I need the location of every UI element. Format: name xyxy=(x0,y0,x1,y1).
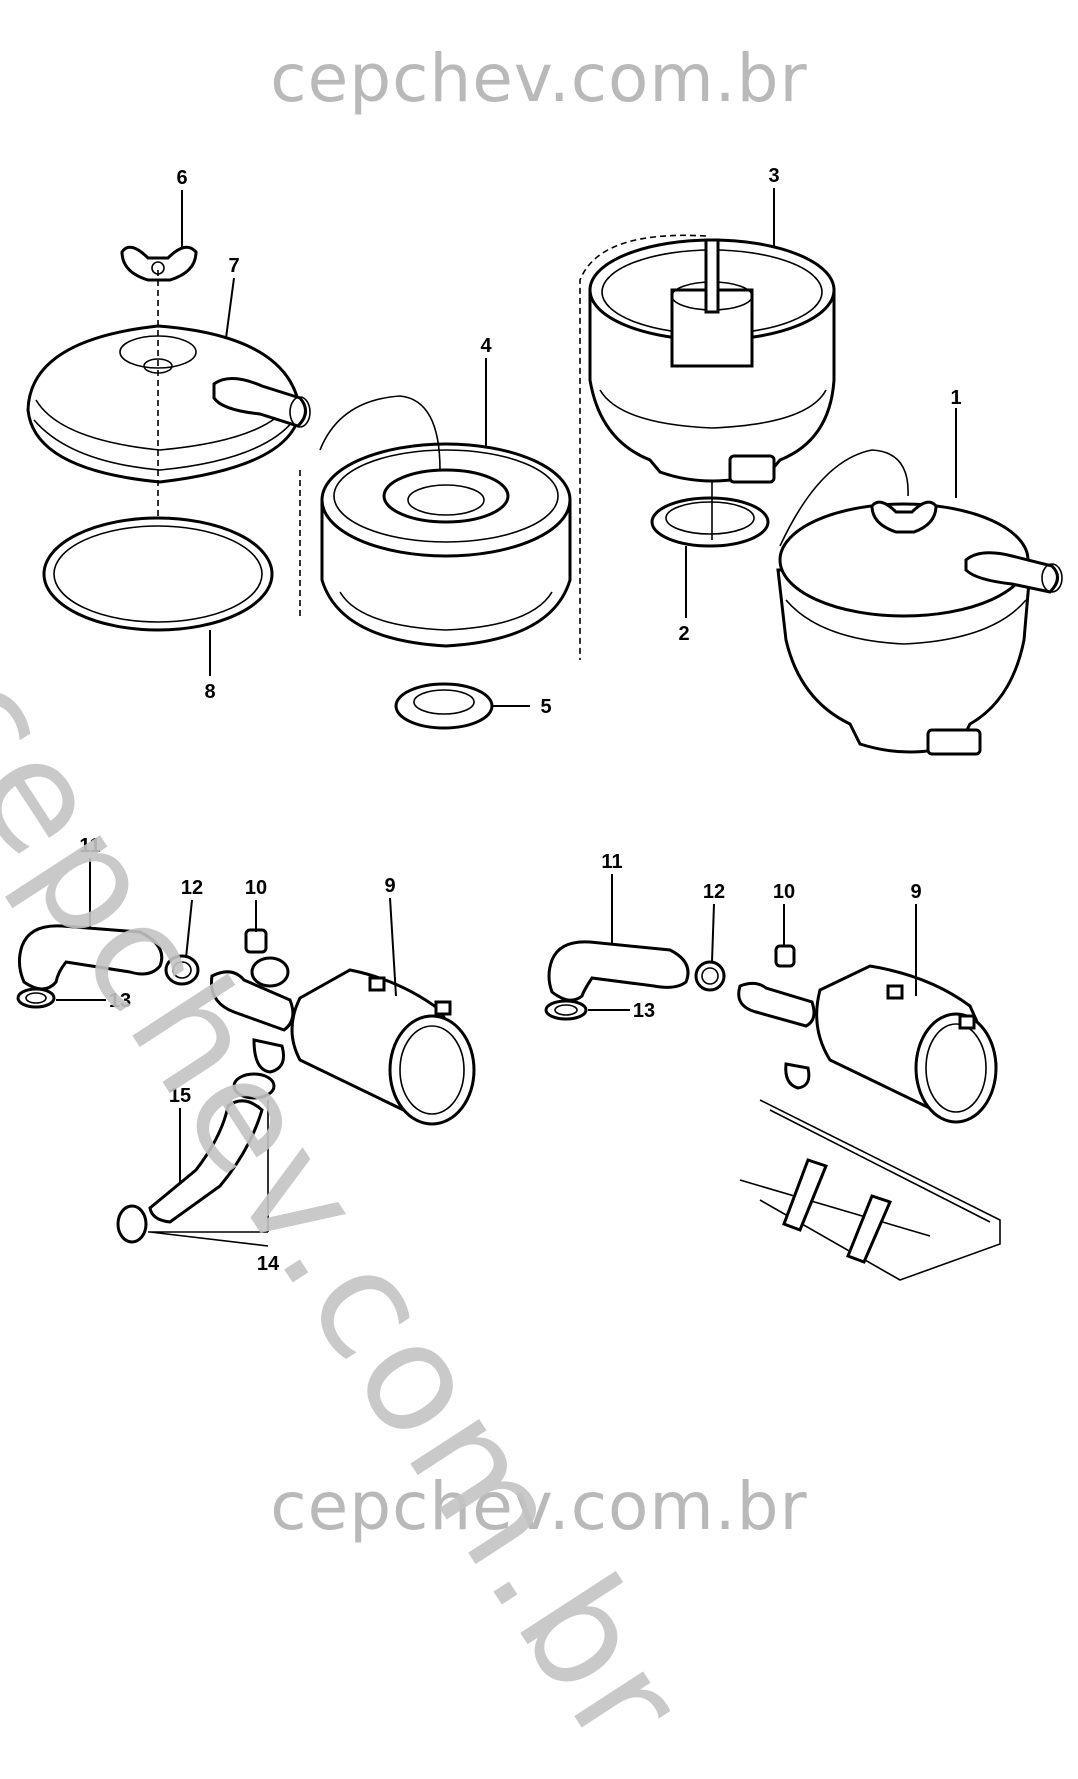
callout-4: 4 xyxy=(480,335,492,357)
seal-ring-2 xyxy=(650,496,770,548)
callout-11-left: 11 xyxy=(79,835,100,857)
clamp-12-right xyxy=(694,960,726,992)
callout-2: 2 xyxy=(678,623,689,645)
callout-9-left: 9 xyxy=(384,875,395,897)
callout-9-right: 9 xyxy=(910,881,921,903)
callout-10-right: 10 xyxy=(773,881,795,903)
wing-nut-6 xyxy=(120,245,198,282)
callout-3: 3 xyxy=(768,165,779,187)
gasket-ring-8 xyxy=(42,516,274,632)
watermark-top: cepchev.com.br xyxy=(270,40,808,117)
seal-ring-5 xyxy=(394,682,494,730)
callout-12-right: 12 xyxy=(703,881,725,903)
callout-12-left: 12 xyxy=(181,877,203,899)
canister-9-right xyxy=(737,964,998,1124)
callout-1: 1 xyxy=(950,387,961,409)
exploded-parts-diagram: 6 7 8 4 5 3 2 1 11 12 10 9 13 15 14 11 1… xyxy=(16,165,1063,1281)
callout-13-right: 13 xyxy=(633,1000,655,1022)
hose-15 xyxy=(148,1099,264,1224)
canister-9-left xyxy=(209,956,476,1126)
clamp-14 xyxy=(116,1072,276,1244)
filter-housing-3 xyxy=(588,238,836,484)
callout-6: 6 xyxy=(176,167,187,189)
callout-14: 14 xyxy=(257,1253,280,1275)
filter-element-4 xyxy=(320,442,572,648)
callout-11-right: 11 xyxy=(601,851,622,873)
plug-10-right xyxy=(774,944,796,968)
clamp-13-right xyxy=(544,999,588,1021)
callout-5: 5 xyxy=(540,696,551,718)
mounting-bracket xyxy=(739,1099,1001,1281)
clamp-13-left xyxy=(16,987,56,1009)
watermark-bottom: cepchev.com.br xyxy=(270,1468,808,1545)
air-cleaner-assembly-1 xyxy=(776,500,1063,756)
callout-10-left: 10 xyxy=(245,877,267,899)
hose-11-left xyxy=(17,924,164,991)
plug-10-left xyxy=(244,928,268,954)
callout-7: 7 xyxy=(228,255,239,277)
callout-15: 15 xyxy=(169,1085,191,1107)
clamp-12-left xyxy=(164,954,200,986)
hose-11-right xyxy=(547,940,690,1002)
callout-13-left: 13 xyxy=(109,990,131,1012)
air-cleaner-cover-7 xyxy=(26,324,311,484)
callout-8: 8 xyxy=(204,681,215,703)
